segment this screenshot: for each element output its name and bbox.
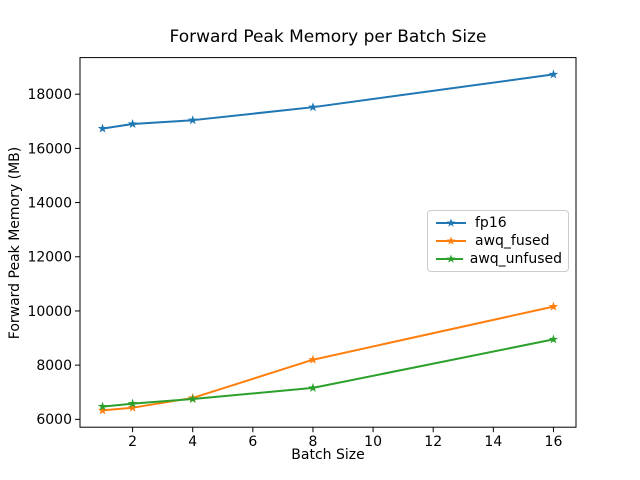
marker-awq_unfused [187,394,198,404]
legend-label: awq_unfused [469,251,562,267]
series-line-fp16 [102,73,554,130]
legend-marker-fp16 [436,218,466,227]
x-axis-label: Batch Size [291,447,365,463]
y-tick-label: 18000 [27,87,72,103]
marker-awq_unfused [97,401,108,411]
marker-awq_fused [308,354,318,364]
x-tick-label: 4 [188,434,197,450]
y-tick-label: 16000 [27,141,72,157]
y-tick-label: 12000 [27,250,72,266]
x-tick-label: 10 [364,434,382,450]
axes-frame [79,57,577,428]
legend-item-awq_unfused: awq_unfused [434,251,562,267]
marker-awq_unfused [127,398,138,408]
marker-fp16 [127,118,138,129]
x-tick-label: 2 [128,434,137,450]
y-tick-label: 8000 [36,358,72,374]
legend: fp16 awq_fused awq_unfused [427,210,569,272]
x-tick-label: 12 [424,434,442,450]
legend-marker-awq_unfused [436,254,463,263]
marker-fp16 [97,123,108,133]
y-tick-label: 14000 [27,195,72,211]
marker-awq_fused [548,301,559,311]
x-tick-label: 16 [545,434,563,450]
legend-label: awq_fused [475,233,550,249]
marker-awq_fused [97,405,108,415]
y-tick-label: 6000 [36,412,72,428]
legend-label: fp16 [475,215,507,231]
legend-item-awq_fused: awq_fused [434,233,562,249]
marker-fp16 [308,102,318,112]
marker-awq_unfused [308,382,318,392]
legend-item-fp16: fp16 [434,215,562,231]
y-axis-label: Forward Peak Memory (MB) [7,146,23,340]
x-tick-label: 6 [248,434,257,450]
chart-title: Forward Peak Memory per Batch Size [169,27,487,47]
series-line-awq_fused [102,305,554,412]
legend-marker-awq_fused [436,236,466,245]
x-tick-label: 14 [484,434,502,450]
marker-awq_unfused [548,334,559,344]
x-tick-label: 8 [309,434,318,450]
marker-awq_fused [127,402,138,412]
marker-fp16 [187,115,198,125]
marker-fp16 [548,69,559,79]
series-line-awq_unfused [102,338,554,408]
y-tick-label: 10000 [27,304,72,320]
